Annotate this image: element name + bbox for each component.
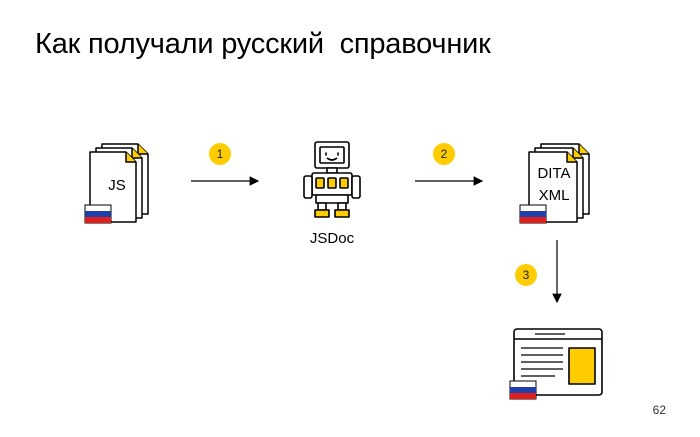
slide-title: Как получали русский справочник (35, 28, 491, 60)
step-badge-3: 3 (515, 264, 537, 286)
dita-output-node: DITA XML (517, 134, 601, 226)
step-badge-1: 1 (209, 143, 231, 165)
document-stack-icon (528, 143, 590, 223)
xml-label: XML (538, 187, 570, 204)
page-number: 62 (652, 403, 666, 417)
jsdoc-tool-node: JSDoc (296, 138, 376, 258)
step-badge-2: 2 (433, 143, 455, 165)
russian-flag-icon (84, 204, 112, 224)
russian-flag-icon (519, 204, 547, 224)
jsdoc-label: JSDoc (309, 230, 355, 247)
dita-label: DITA (537, 165, 571, 182)
browser-window-icon (513, 328, 603, 396)
robot-icon (303, 141, 361, 218)
js-label: JS (108, 177, 126, 194)
website-node (505, 324, 605, 402)
js-source-node: JS (84, 134, 164, 226)
russian-flag-icon (509, 380, 537, 400)
